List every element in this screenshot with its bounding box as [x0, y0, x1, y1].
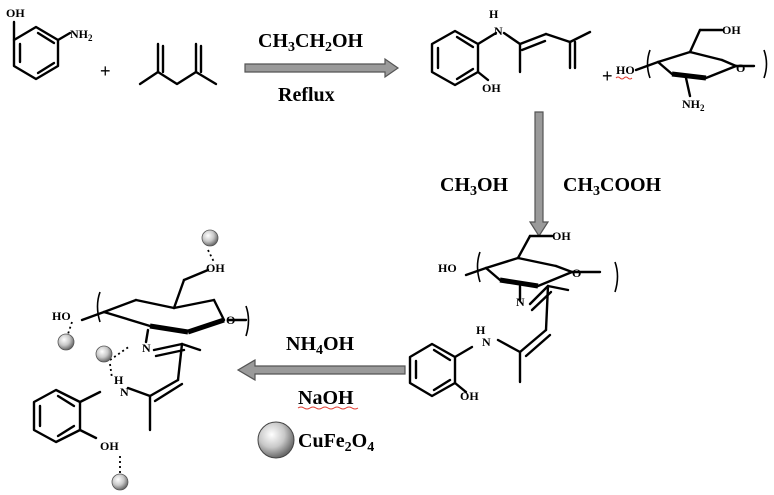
schiff-oh-label: OH	[552, 229, 571, 243]
aminophenol-oh-label: OH	[6, 6, 25, 20]
chitosan-oh-label: OH	[722, 23, 741, 37]
chitosan-ring-o: O	[736, 61, 745, 75]
step3-base2-label: NaOH	[298, 387, 354, 409]
catalyst-legend: CuFe2O4	[257, 421, 374, 459]
chitosan-structure: OH O HO NH2	[615, 23, 768, 113]
nanoparticle-sphere-4	[111, 473, 129, 491]
aminophenol-structure: OH NH2	[6, 6, 93, 81]
acetylacetone-structure	[138, 42, 218, 86]
intermediate-oh: OH	[482, 81, 501, 95]
composite-imine-n: N	[142, 341, 151, 355]
step3-base2-underline	[297, 406, 359, 410]
schiff-nh-h: H	[476, 323, 486, 337]
schiff-oh-phenol: OH	[460, 389, 479, 403]
plus-sign-2: +	[602, 66, 613, 86]
step1-condition-label: Reflux	[278, 84, 335, 106]
schiff-nh-n: N	[482, 335, 491, 349]
reaction-arrow-3	[236, 358, 406, 382]
schiff-imine-n: N	[516, 295, 525, 309]
composite-oh-phenol: OH	[100, 439, 119, 453]
plus-sign-1: +	[100, 61, 111, 81]
nanoparticle-sphere-1	[201, 229, 219, 247]
schiff-ring-o: O	[572, 266, 581, 280]
catalyst-label: CuFe2O4	[298, 430, 374, 455]
reaction-arrow-2	[528, 111, 550, 238]
composite-ring-o: O	[226, 313, 235, 327]
chitosan-nh2-label: NH2	[682, 97, 705, 113]
intermediate-nh-h: H	[489, 7, 499, 21]
nanoparticle-sphere-3	[95, 345, 113, 363]
schiff-base-structure: OH O HO N H N OH	[408, 229, 619, 403]
step1-solvent-label: CH3CH2OH	[258, 30, 364, 55]
step2-solvent-label: CH3OH	[440, 174, 509, 199]
nanocomposite-structure: OH O HO N H N OH	[32, 229, 250, 491]
schiff-ho-label: HO	[438, 261, 457, 275]
step2-acid-label: CH3COOH	[563, 174, 662, 199]
step3-base1-label: NH4OH	[286, 333, 355, 358]
intermediate-nh-n: N	[494, 24, 503, 38]
enaminone-intermediate-structure: H N OH	[430, 7, 592, 95]
cufe2o4-sphere-icon	[257, 421, 295, 459]
nanoparticle-sphere-2	[57, 333, 75, 351]
composite-nh-h: H	[114, 373, 124, 387]
composite-ho-label: HO	[52, 309, 71, 323]
aminophenol-nh2-label: NH2	[70, 27, 93, 43]
chitosan-ho-label: HO	[616, 63, 635, 77]
chitosan-ho-underline	[615, 76, 633, 80]
reaction-arrow-1	[244, 57, 400, 79]
composite-oh-label: OH	[206, 261, 225, 275]
composite-nh-n: N	[120, 385, 129, 399]
